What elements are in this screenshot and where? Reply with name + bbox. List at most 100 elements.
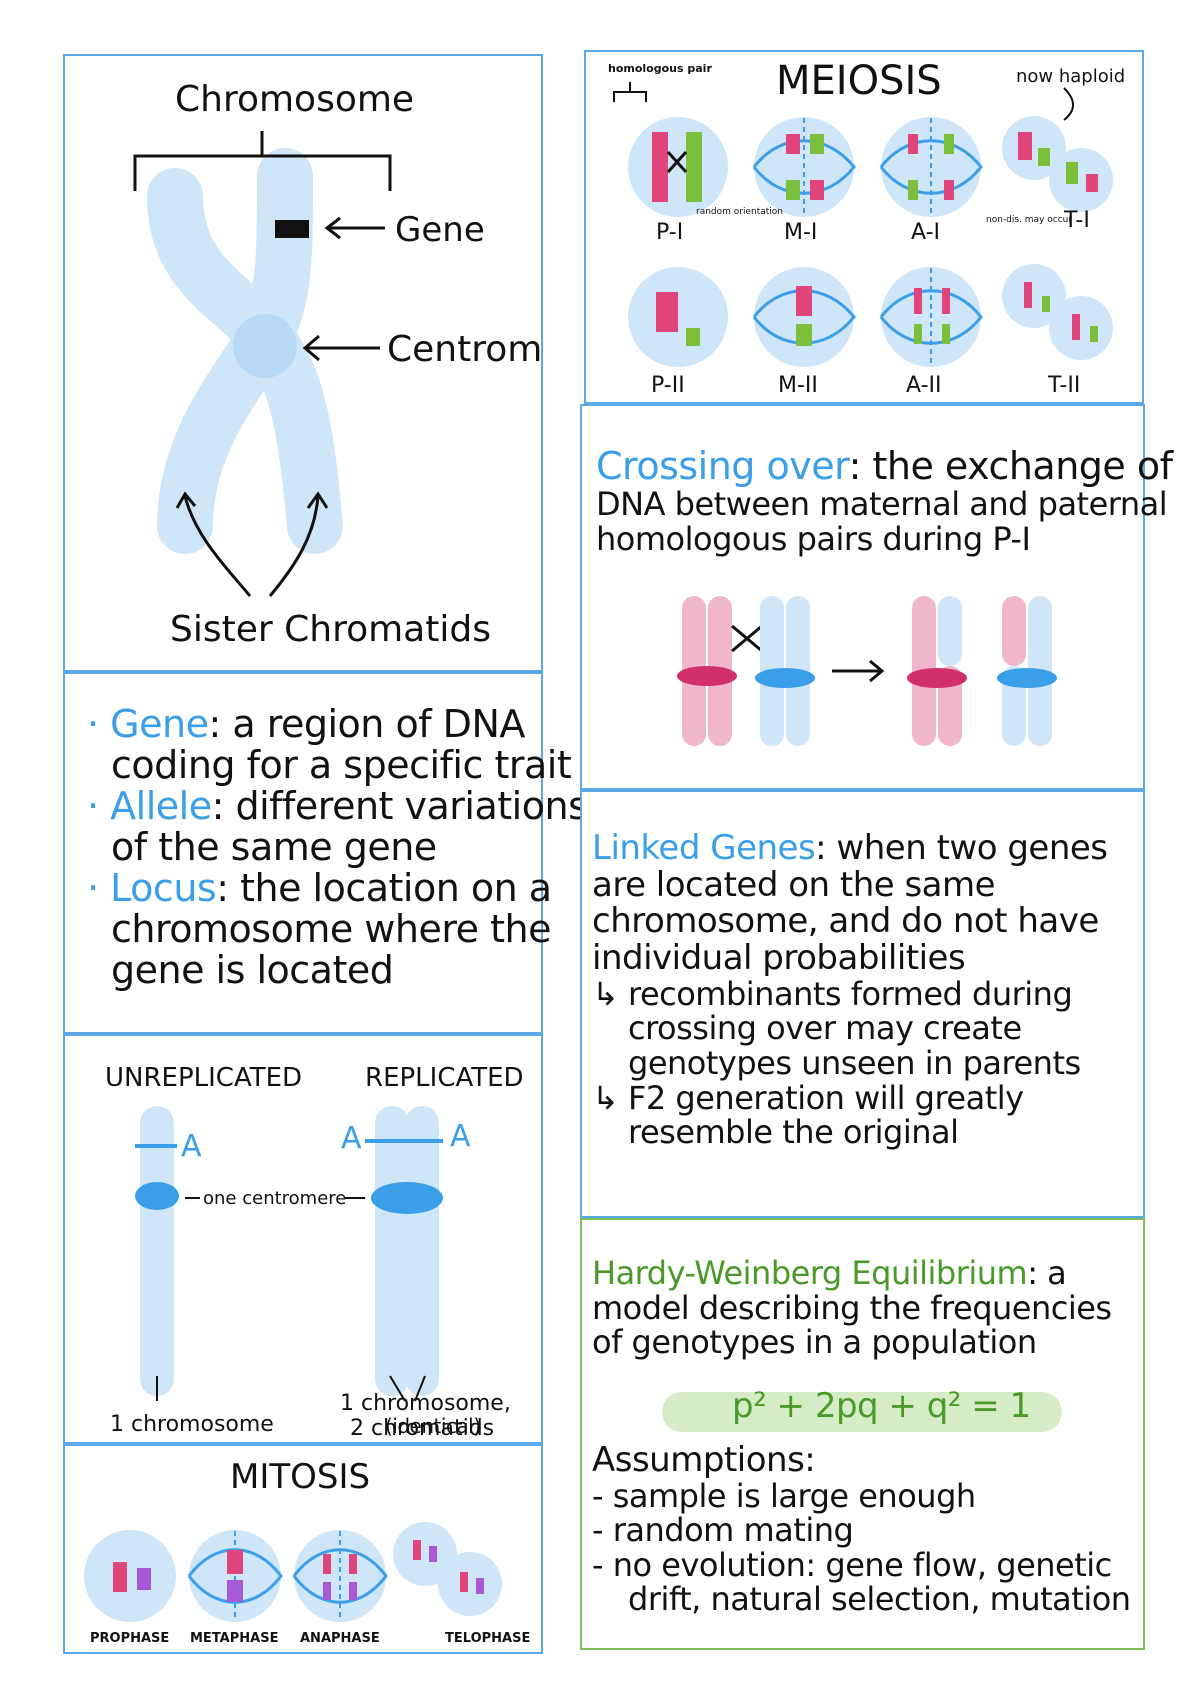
bullet: · [87, 866, 111, 911]
equation-highlight [662, 1392, 1062, 1432]
rep-label-2: 2 chromatids [350, 1416, 494, 1441]
chromatid-right [405, 1106, 439, 1396]
pointer-rep [389, 1375, 426, 1402]
green-chromosome [1038, 148, 1050, 166]
pink-chromosome [810, 180, 824, 200]
haploid-label: now haploid [1016, 66, 1125, 87]
replicated-label: REPLICATED [365, 1063, 524, 1093]
pink-chromosome [413, 1540, 421, 1560]
green-chromosome [686, 132, 702, 202]
pink-chromosome [914, 288, 922, 314]
telophase-cell-b [438, 1552, 502, 1616]
green-chromosome [796, 324, 812, 346]
linked-line-7: genotypes unseen in parents [628, 1043, 1081, 1082]
pink-centromere [907, 668, 967, 688]
meiosis-title: MEIOSIS [776, 58, 942, 104]
green-chromosome [810, 134, 824, 154]
linked-term: Linked Genes [592, 828, 816, 868]
p2-label: P-II [651, 373, 685, 398]
hardy-term: Hardy-Weinberg Equilibrium [592, 1254, 1028, 1292]
hardy-weinberg-panel: Hardy-Weinberg Equilibrium: a model desc… [580, 1218, 1145, 1650]
spindle [752, 139, 856, 195]
crossing-over-panel: Crossing over: the exchange of DNA betwe… [580, 404, 1173, 790]
sister-arrow-left [175, 491, 252, 597]
hardy-text: Hardy-Weinberg Equilibrium: a model desc… [592, 1256, 1112, 1360]
anaphase-label: ANAPHASE [300, 1631, 380, 1646]
blue-chromatid [938, 596, 962, 666]
one-centromere-label: one centromere [203, 1188, 346, 1209]
crossing-term: Crossing over [596, 444, 849, 488]
pink-chromosome [1024, 282, 1032, 308]
green-chromosome [944, 134, 954, 154]
allele-a-left: A [181, 1129, 202, 1164]
crossing-text: Crossing over: the exchange of DNA betwe… [596, 444, 1173, 558]
chromosome-bracket [133, 131, 392, 191]
green-chromosome [1066, 162, 1078, 184]
purple-chromosome [429, 1546, 437, 1562]
assumptions-block: Assumptions: - sample is large enough - … [592, 1442, 1131, 1617]
replication-diagram: UNREPLICATED REPLICATED A one centromere… [105, 1063, 524, 1441]
centromere-dot [233, 314, 297, 378]
assumption-3: - no evolution: gene flow, genetic [592, 1545, 1112, 1584]
locus-def-1: : the location on a [216, 866, 552, 911]
crossing-line-3: homologous pairs during P-I [596, 519, 1031, 558]
pink-chromosome [786, 134, 800, 154]
definitions-text: · Gene: a region of DNA coding for a spe… [87, 702, 588, 991]
hardy-line-3: of genotypes in a population [592, 1323, 1037, 1362]
pink-chromosome [227, 1550, 243, 1574]
arrow-icon [832, 659, 885, 683]
mitosis-panel: MITOSIS PROPHASE METAPHASE ANAPHASE TELO… [63, 1444, 543, 1654]
mitosis-title: MITOSIS [230, 1457, 370, 1497]
green-chromosome [686, 328, 700, 346]
linked-line-3: chromosome, and do not have [592, 901, 1099, 942]
gene-def-2: coding for a specific trait [111, 743, 572, 788]
hardy-line-2: model describing the frequencies [592, 1288, 1112, 1327]
chromosome-title: Chromosome [175, 79, 414, 120]
pink-chromosome [944, 180, 954, 200]
assumptions-heading: Assumptions: [592, 1440, 816, 1480]
purple-chromosome [137, 1568, 151, 1590]
haploid-arrow [1063, 87, 1074, 121]
pink-chromosome [908, 134, 918, 154]
blue-centromere [997, 668, 1057, 688]
purple-chromosome [349, 1582, 357, 1600]
green-chromosome [1090, 326, 1098, 342]
pink-chromosome [113, 1562, 127, 1592]
prophase-label: PROPHASE [90, 1631, 169, 1646]
allele-term: Allele [110, 784, 212, 829]
linked-line-9: resemble the original [628, 1113, 959, 1152]
pink-chromosome [349, 1554, 357, 1574]
gene-label: Gene [395, 210, 485, 250]
telophase-label: TELOPHASE [445, 1631, 530, 1646]
m2-cell [754, 267, 854, 367]
assumption-1: - sample is large enough [592, 1476, 976, 1515]
pink-chromosome [1018, 132, 1032, 160]
metaphase-label: METAPHASE [190, 1631, 278, 1646]
spindle [752, 289, 856, 345]
green-chromosome [786, 180, 800, 200]
crossing-line-1: : the exchange of [848, 444, 1173, 488]
crossing-line-2: DNA between maternal and paternal [596, 485, 1168, 524]
green-chromosome [914, 324, 922, 344]
linked-text: Linked Genes: when two genes are located… [592, 830, 1108, 1150]
unreplicated-chromosome [140, 1106, 174, 1396]
sister-arrow-right [268, 491, 329, 597]
pink-chromosome [796, 286, 812, 316]
rep-label-3: (identical) [385, 1414, 481, 1438]
t1-cell-b [1049, 148, 1113, 212]
a1-label: A-I [911, 220, 940, 245]
locus-term: Locus [110, 866, 217, 911]
hardy-equation: p² + 2pq + q² = 1 [732, 1386, 1031, 1426]
nondisjunction-label: non-dis. may occur [986, 215, 1072, 225]
linked-line-6: crossing over may create [628, 1009, 1022, 1048]
allele-a-rep-right: A [450, 1119, 471, 1154]
bullet: · [87, 784, 111, 829]
p1-label: P-I [656, 220, 683, 245]
t1-label: T-I [1063, 208, 1090, 233]
spindle [187, 1548, 283, 1604]
linked-line-4: individual probabilities [592, 938, 966, 979]
centromere-rep [371, 1182, 443, 1214]
pink-centromere [677, 666, 737, 686]
gene-def-1: : a region of DNA [208, 702, 525, 746]
linked-line-1: : when two genes [815, 828, 1108, 868]
